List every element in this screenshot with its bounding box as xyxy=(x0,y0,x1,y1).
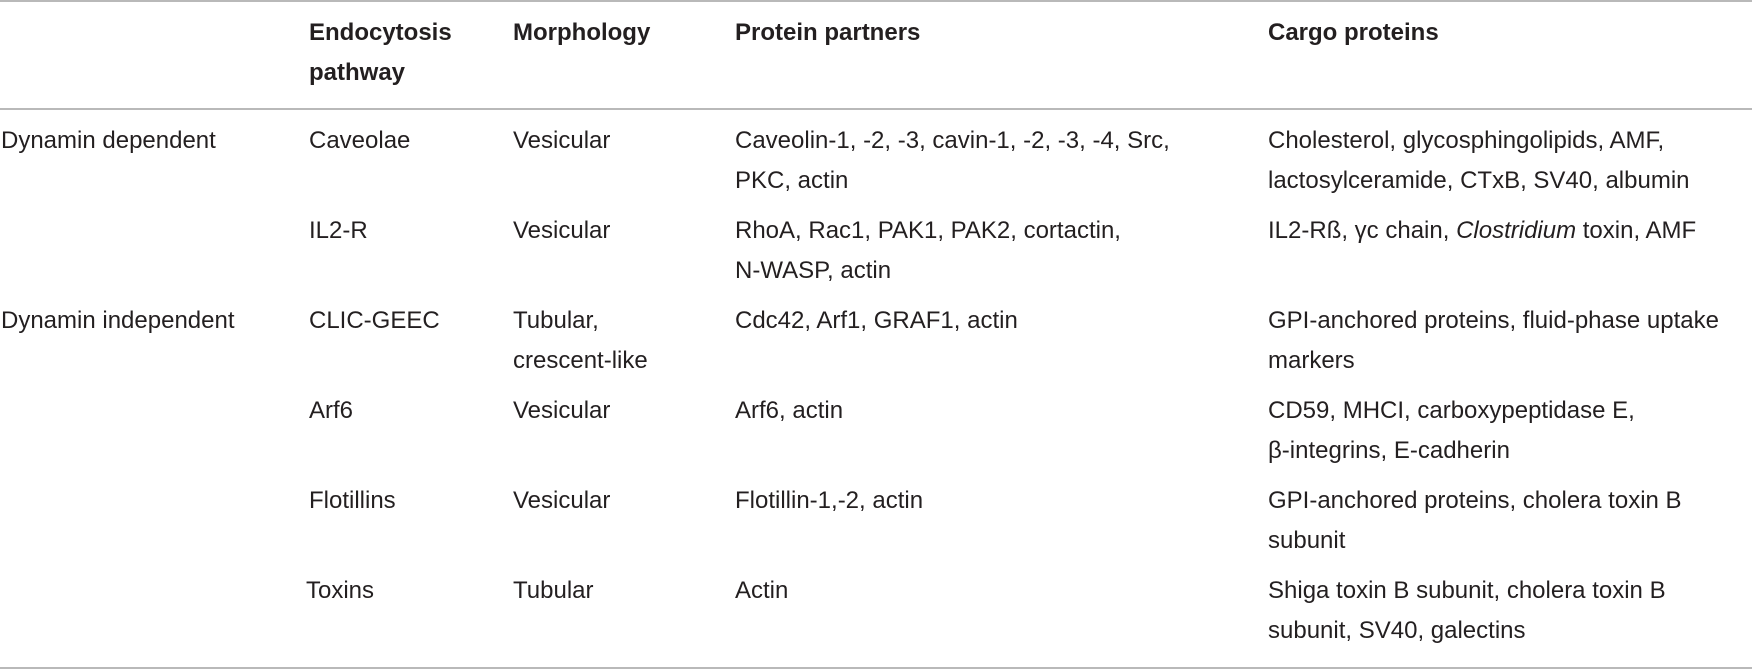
morphology-line: Vesicular xyxy=(513,217,611,244)
partners-line: Arf6, actin xyxy=(735,397,844,424)
cargo-line: subunit, SV40, galectins xyxy=(1268,617,1526,644)
table-bottom-rule xyxy=(0,667,1752,669)
cargo-line: GPI-anchored proteins, cholera toxin B xyxy=(1268,487,1682,514)
morphology-line: Tubular xyxy=(513,577,594,604)
row-morphology: Vesicular xyxy=(513,211,610,251)
cargo-text: toxin, AMF xyxy=(1576,217,1697,244)
morphology-line: Vesicular xyxy=(513,487,611,514)
row-cargo-proteins: CD59, MHCI, carboxypeptidase E, β-integr… xyxy=(1268,391,1635,471)
row-pathway: CLIC-GEEC xyxy=(309,307,440,334)
header-pathway-line2: pathway xyxy=(309,59,406,86)
partners-line: PKC, actin xyxy=(735,167,849,194)
row-protein-partners: RhoA, Rac1, PAK1, PAK2, cortactin, N-WAS… xyxy=(735,211,1121,291)
row-cargo-proteins: IL2-Rß, γc chain, Clostridium toxin, AMF xyxy=(1268,211,1696,251)
row-morphology: Vesicular xyxy=(513,481,610,521)
row-protein-partners: Caveolin-1, -2, -3, cavin-1, -2, -3, -4,… xyxy=(735,121,1170,201)
table-top-rule xyxy=(0,0,1752,2)
row-cargo-proteins: GPI-anchored proteins, cholera toxin B s… xyxy=(1268,481,1682,561)
cargo-line: CD59, MHCI, carboxypeptidase E, xyxy=(1268,397,1635,424)
cargo-text: IL2-Rß, γc chain, xyxy=(1268,217,1457,244)
table-row: Dynamin independent CLIC-GEEC Tubular, c… xyxy=(0,301,1752,391)
row-protein-partners: Flotillin-1,-2, actin xyxy=(735,481,923,521)
header-morphology: Morphology xyxy=(513,19,651,46)
header-protein-partners: Protein partners xyxy=(735,19,921,46)
row-morphology: Tubular, crescent-like xyxy=(513,301,648,381)
row-pathway: Flotillins xyxy=(309,487,396,514)
row-protein-partners: Cdc42, Arf1, GRAF1, actin xyxy=(735,301,1018,341)
row-pathway: Toxins xyxy=(306,577,375,604)
morphology-line: crescent-like xyxy=(513,347,648,374)
table-row: Toxins Tubular Actin Shiga toxin B subun… xyxy=(0,571,1752,661)
table-row: Arf6 Vesicular Arf6, actin CD59, MHCI, c… xyxy=(0,391,1752,481)
partners-line: RhoA, Rac1, PAK1, PAK2, cortactin, xyxy=(735,217,1121,244)
table-row: IL2-R Vesicular RhoA, Rac1, PAK1, PAK2, … xyxy=(0,211,1752,301)
partners-line: Cdc42, Arf1, GRAF1, actin xyxy=(735,307,1018,334)
row-cargo-proteins: GPI-anchored proteins, fluid-phase uptak… xyxy=(1268,301,1719,381)
morphology-line: Vesicular xyxy=(513,397,611,424)
row-morphology: Tubular xyxy=(513,571,593,611)
partners-line: Actin xyxy=(735,577,789,604)
row-group-label: Dynamin independent xyxy=(1,307,235,334)
header-pathway-line1: Endocytosis xyxy=(309,19,452,46)
cargo-line: Shiga toxin B subunit, cholera toxin B xyxy=(1268,577,1666,604)
partners-line: Flotillin-1,-2, actin xyxy=(735,487,924,514)
header-pathway: Endocytosis pathway xyxy=(309,13,452,93)
row-cargo-proteins: Cholesterol, glycosphingolipids, AMF, la… xyxy=(1268,121,1690,201)
table-row: Dynamin dependent Caveolae Vesicular Cav… xyxy=(0,121,1752,211)
cargo-line: GPI-anchored proteins, fluid-phase uptak… xyxy=(1268,307,1719,334)
morphology-line: Vesicular xyxy=(513,127,611,154)
row-morphology: Vesicular xyxy=(513,121,610,161)
row-pathway: Caveolae xyxy=(309,127,411,154)
cargo-line: lactosylceramide, CTxB, SV40, albumin xyxy=(1268,167,1690,194)
morphology-line: Tubular, xyxy=(513,307,599,334)
row-protein-partners: Arf6, actin xyxy=(735,391,843,431)
partners-line: N-WASP, actin xyxy=(735,257,892,284)
partners-line: Caveolin-1, -2, -3, cavin-1, -2, -3, -4,… xyxy=(735,127,1170,154)
row-cargo-proteins: Shiga toxin B subunit, cholera toxin B s… xyxy=(1268,571,1666,651)
cargo-line: markers xyxy=(1268,347,1355,374)
header-rule xyxy=(0,108,1752,110)
row-pathway: IL2-R xyxy=(309,217,368,244)
cargo-italic-text: Clostridium xyxy=(1456,217,1577,244)
cargo-line: subunit xyxy=(1268,527,1346,554)
cargo-line: Cholesterol, glycosphingolipids, AMF, xyxy=(1268,127,1665,154)
table-row: Flotillins Vesicular Flotillin-1,-2, act… xyxy=(0,481,1752,571)
row-pathway: Arf6 xyxy=(309,397,354,424)
row-group-label: Dynamin dependent xyxy=(1,127,216,154)
row-protein-partners: Actin xyxy=(735,571,788,611)
row-morphology: Vesicular xyxy=(513,391,610,431)
header-cargo-proteins: Cargo proteins xyxy=(1268,19,1439,46)
cargo-line: β-integrins, E-cadherin xyxy=(1268,437,1510,464)
